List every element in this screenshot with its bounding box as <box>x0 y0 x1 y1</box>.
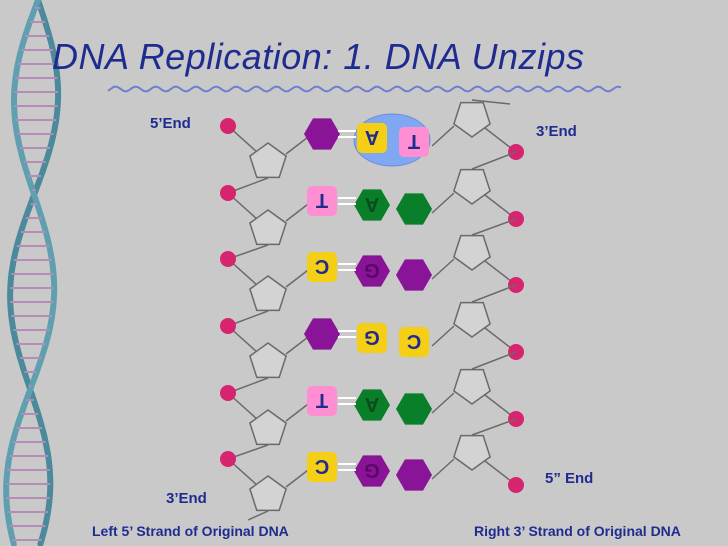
top-right-end-label: 3’End <box>536 123 577 140</box>
backbone-bond <box>431 325 455 347</box>
slide-title: DNA Replication: 1. DNA Unzips <box>52 36 585 77</box>
partner-base-letter: G <box>364 459 380 481</box>
right-base-g <box>396 459 432 491</box>
sugar-pentagon <box>249 409 287 446</box>
left-base-g <box>304 118 340 150</box>
partner-base-g <box>354 255 390 287</box>
backbone-bond <box>471 218 517 236</box>
phosphate-dot <box>220 318 236 334</box>
right-base-letter: C <box>407 330 421 352</box>
backbone-bond <box>431 258 455 280</box>
sugar-pentagon <box>453 434 491 471</box>
right-base-letter: T <box>408 130 420 152</box>
sugar-pentagon <box>453 368 491 405</box>
backbone-bond <box>431 125 455 147</box>
backbone-bond <box>471 284 517 303</box>
partner-base-letter: A <box>365 193 379 215</box>
decorative-helix-illustration <box>3 0 62 546</box>
backbone-bond <box>471 418 517 436</box>
right-base-a <box>396 193 432 225</box>
right-base-a <box>396 393 432 425</box>
sugar-pentagon <box>453 101 491 138</box>
left-base-letter: T <box>316 389 328 411</box>
backbone-bond <box>431 392 455 414</box>
left-base-letter: C <box>315 455 329 477</box>
left-base-letter: C <box>315 255 329 277</box>
left-base-t <box>307 386 337 416</box>
sugar-pentagon <box>453 301 491 338</box>
partner-base-letter: G <box>364 326 380 348</box>
backbone-bond <box>431 458 455 480</box>
left-strand-caption: Left 5’ Strand of Original DNA <box>92 523 289 539</box>
sugar-pentagon <box>249 142 287 179</box>
left-base-g <box>304 318 340 350</box>
partner-base-letter: G <box>364 259 380 281</box>
bottom-left-end-label: 3’End <box>166 490 207 507</box>
partner-base-c <box>357 123 387 153</box>
right-strand-caption: Right 3’ Strand of Original DNA <box>474 523 681 539</box>
partner-base-a <box>354 189 390 221</box>
right-base-g <box>396 259 432 291</box>
bottom-right-end-label: 5” End <box>545 470 594 487</box>
right-base-c <box>399 327 429 357</box>
sugar-pentagon <box>249 342 287 379</box>
partner-base-g <box>354 455 390 487</box>
phosphate-dot <box>220 185 236 201</box>
backbone-bond <box>471 351 517 370</box>
phosphate-dot <box>220 118 236 134</box>
phosphate-dot <box>220 251 236 267</box>
phosphate-dot <box>508 477 524 493</box>
right-base-t <box>399 127 429 157</box>
squiggle-line <box>107 85 622 93</box>
partner-base-letter: A <box>365 393 379 415</box>
sugar-phosphate-backbones <box>220 99 524 521</box>
sugar-pentagon <box>249 275 287 312</box>
sugar-pentagon <box>453 168 491 205</box>
backbone-bond <box>471 99 511 105</box>
phosphate-dot <box>220 385 236 401</box>
top-left-end-label: 5’End <box>150 115 191 132</box>
sugar-pentagon <box>249 475 287 512</box>
left-base-c <box>307 452 337 482</box>
partner-base-c <box>357 323 387 353</box>
nucleotide-bases: A T T A C G G C T A C G <box>304 113 432 491</box>
phosphate-dot <box>220 451 236 467</box>
left-base-letter: T <box>316 189 328 211</box>
sugar-pentagon <box>249 209 287 246</box>
partner-base-letter: A <box>365 126 379 148</box>
backbone-bond <box>247 510 269 521</box>
helix-strand <box>3 0 58 546</box>
backbone-bond <box>431 192 455 214</box>
backbone-bond <box>471 151 517 170</box>
sugar-pentagon <box>453 234 491 271</box>
left-base-c <box>307 252 337 282</box>
left-base-t <box>307 186 337 216</box>
partner-base-a <box>354 389 390 421</box>
helix-strand <box>7 0 62 546</box>
title-underline-squiggle <box>107 85 622 93</box>
